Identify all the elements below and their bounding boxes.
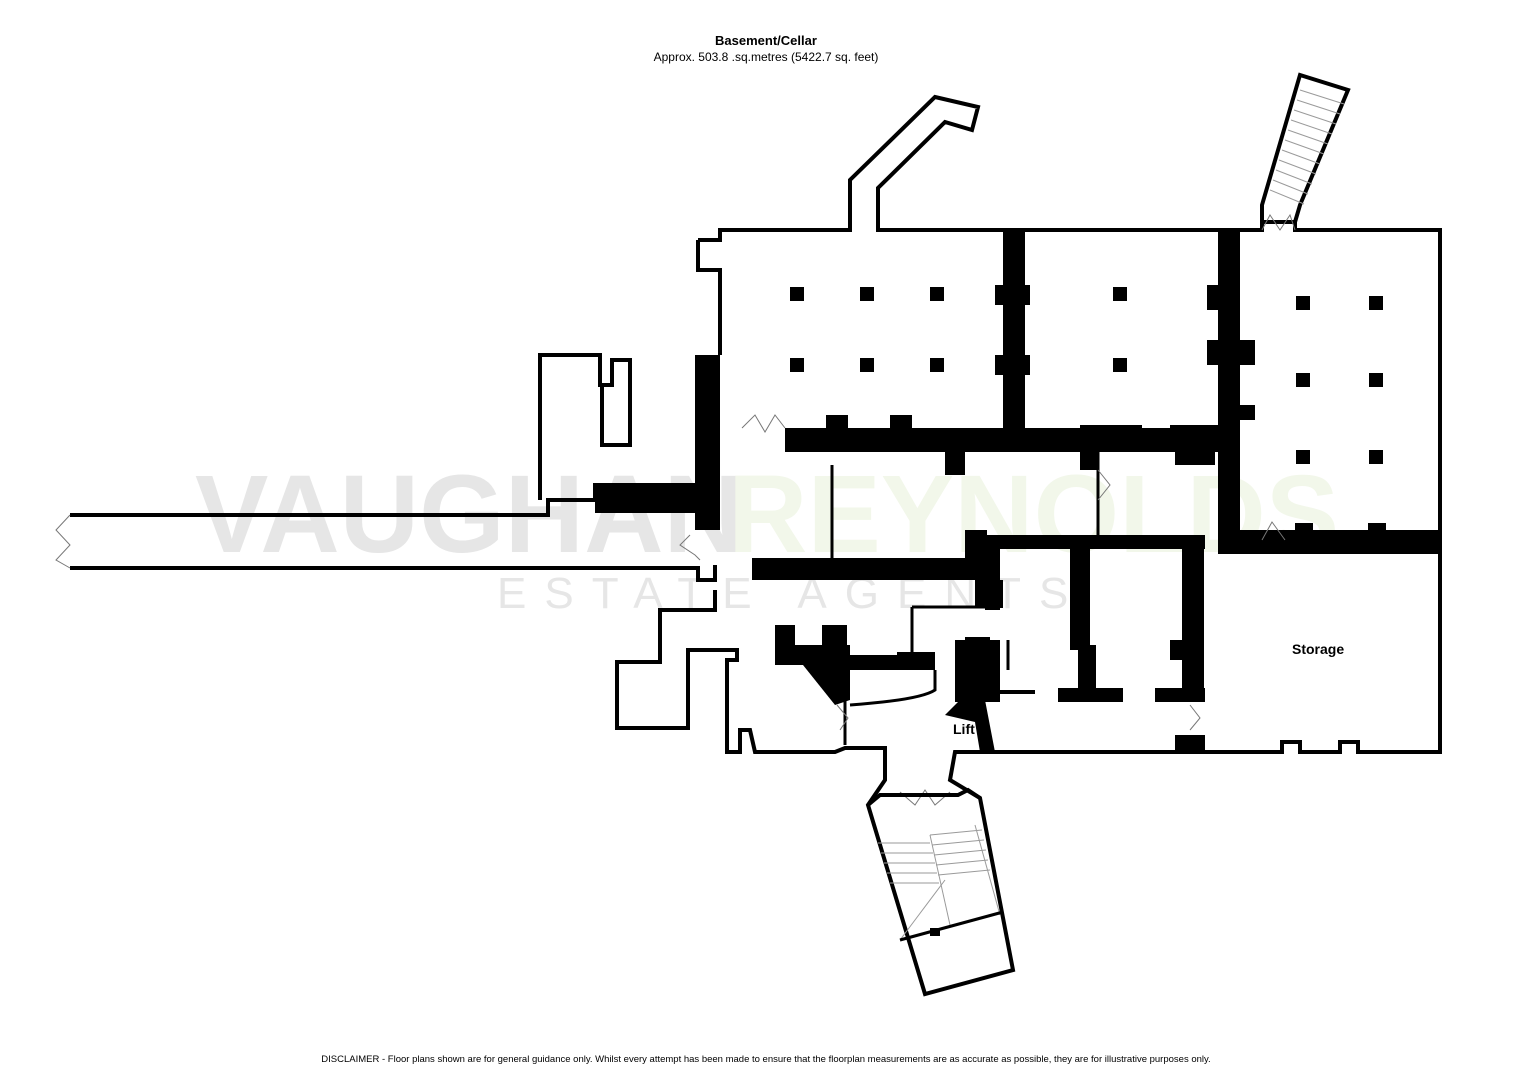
main-building: [615, 94, 1442, 997]
plan-area: Approx. 503.8 .sq.metres (5422.7 sq. fee…: [653, 50, 879, 64]
interior-structure: [752, 230, 1440, 753]
west-annex: [538, 353, 700, 513]
columns: [790, 287, 1383, 464]
room-label-lift: Lift: [953, 721, 975, 737]
room-label-storage: Storage: [1292, 641, 1344, 657]
watermark-reynolds: REYNOLDS: [728, 453, 1339, 576]
disclaimer: DISCLAIMER - Floor plans shown are for g…: [321, 1054, 1211, 1065]
plan-title: Basement/Cellar: [715, 33, 817, 48]
north-staircase: [1260, 72, 1351, 231]
doors: [679, 414, 1286, 806]
south-staircase: [866, 787, 1004, 942]
